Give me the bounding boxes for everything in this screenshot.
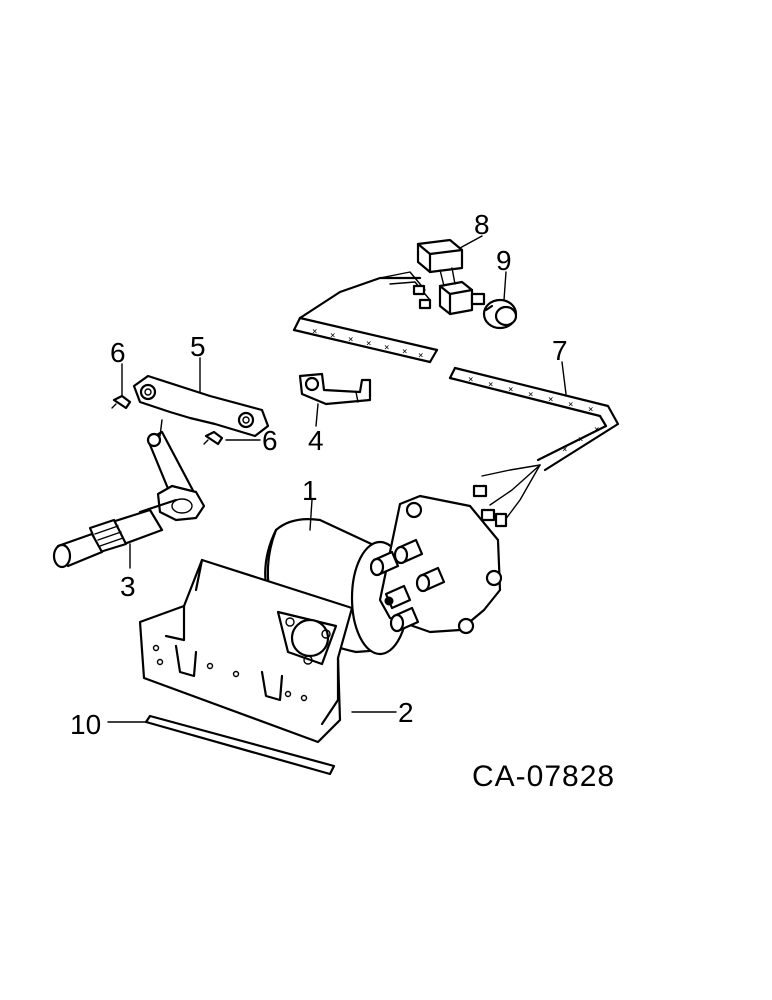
callout-8: 8 [474, 209, 490, 240]
svg-text:×: × [312, 327, 317, 337]
wiring-harness: ××× ××× × ××× ××× ××× × [292, 271, 620, 528]
bracket [298, 372, 372, 406]
callout-6-upper: 6 [110, 337, 126, 368]
svg-text:×: × [578, 435, 583, 445]
callout-5: 5 [190, 331, 206, 362]
switch [412, 238, 486, 316]
svg-text:×: × [508, 385, 513, 395]
svg-text:×: × [330, 331, 335, 341]
callout-7: 7 [552, 335, 568, 366]
linkage-arm [146, 419, 206, 522]
svg-text:×: × [384, 343, 389, 353]
svg-text:×: × [348, 335, 353, 345]
svg-text:×: × [568, 400, 573, 410]
svg-text:×: × [562, 445, 567, 455]
callout-4: 4 [308, 425, 324, 456]
svg-text:×: × [366, 339, 371, 349]
svg-text:×: × [488, 380, 493, 390]
svg-text:×: × [548, 395, 553, 405]
svg-text:×: × [528, 390, 533, 400]
svg-text:×: × [402, 347, 407, 357]
callout-3: 3 [120, 571, 136, 602]
mounting-plate [132, 374, 270, 438]
svg-text:×: × [588, 405, 593, 415]
callout-2: 2 [398, 697, 414, 728]
callout-9: 9 [496, 245, 512, 276]
clip-lower [203, 430, 224, 446]
svg-text:×: × [594, 425, 599, 435]
callouts: 8 9 7 5 6 6 4 1 3 2 10 CA-07828 [70, 209, 615, 793]
drawing-code: CA-07828 [472, 760, 615, 793]
svg-text:×: × [468, 375, 473, 385]
callout-1: 1 [302, 475, 318, 506]
gasket-strip [144, 714, 336, 776]
callout-6-lower: 6 [262, 425, 278, 456]
clip-upper [111, 394, 132, 410]
knob [482, 298, 518, 330]
svg-text:×: × [418, 351, 423, 361]
motor-mount-bracket [138, 558, 354, 744]
motor [264, 494, 503, 656]
leader-lines [107, 235, 567, 723]
shaft [52, 498, 178, 569]
callout-10: 10 [70, 709, 101, 740]
